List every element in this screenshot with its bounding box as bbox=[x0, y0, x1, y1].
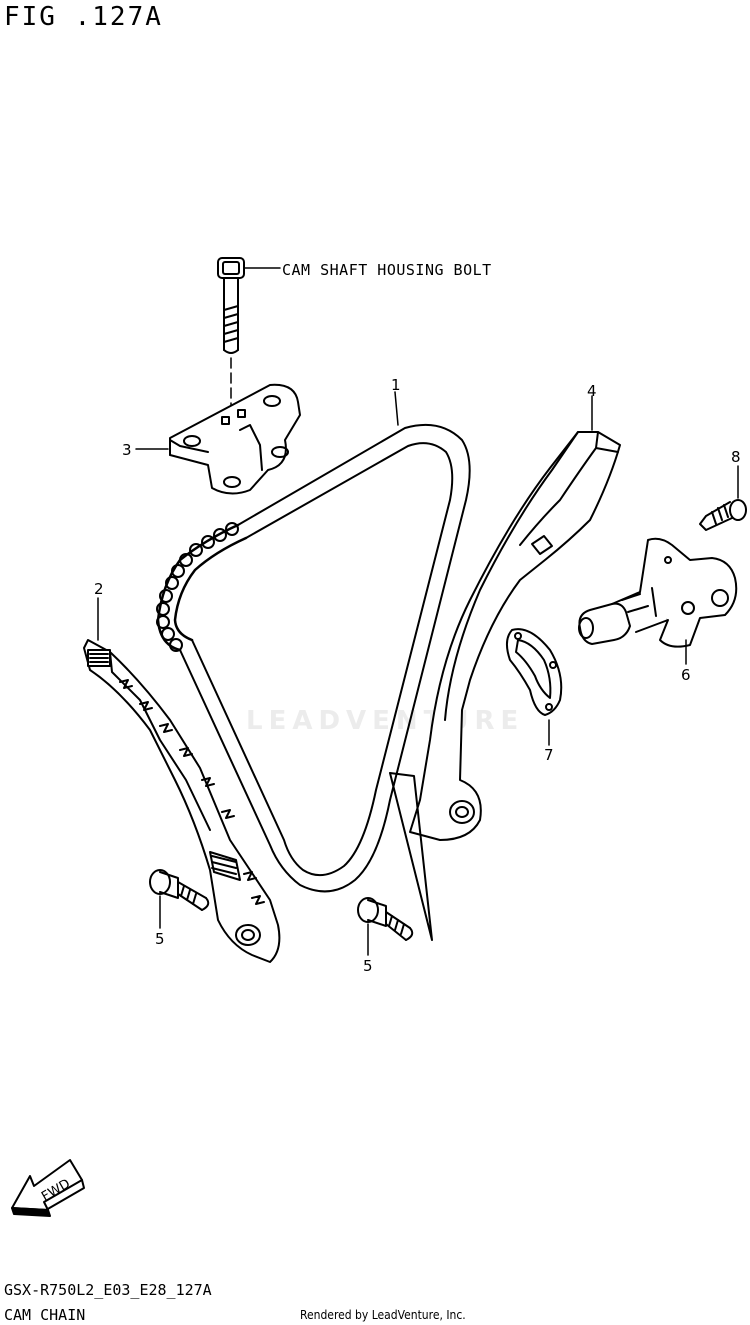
cam-shaft-housing-bolt-note: CAM SHAFT HOUSING BOLT bbox=[282, 261, 492, 279]
part-5-guide-bolt-left[interactable] bbox=[149, 869, 210, 929]
part-4-tensioner-guide[interactable] bbox=[389, 395, 621, 941]
model-code: GSX-R750L2_E03_E28_127A bbox=[4, 1281, 212, 1299]
watermark-text: LEADVENTURE bbox=[246, 706, 525, 736]
callout-3[interactable]: 3 bbox=[122, 441, 132, 459]
callout-1[interactable]: 1 bbox=[391, 376, 401, 394]
callout-6[interactable]: 6 bbox=[681, 666, 691, 684]
callout-5-right[interactable]: 5 bbox=[363, 957, 373, 975]
part-5-guide-bolt-right[interactable] bbox=[357, 897, 414, 956]
callout-4[interactable]: 4 bbox=[587, 382, 597, 400]
section-name: CAM CHAIN bbox=[4, 1306, 86, 1324]
part-3-upper-guide[interactable] bbox=[135, 383, 301, 495]
callout-7[interactable]: 7 bbox=[544, 746, 554, 764]
callout-8[interactable]: 8 bbox=[731, 448, 741, 466]
part-7-gasket[interactable] bbox=[506, 628, 563, 746]
forward-arrow-icon: FWD bbox=[11, 1159, 85, 1217]
part-1-cam-chain[interactable] bbox=[156, 391, 471, 893]
part-8-tensioner-bolt[interactable] bbox=[699, 465, 747, 531]
part-2-chain-guide[interactable] bbox=[83, 597, 281, 963]
part-6-chain-tensioner[interactable] bbox=[578, 537, 738, 665]
render-credit: Rendered by LeadVenture, Inc. bbox=[300, 1308, 466, 1322]
figure-title: FIG .127A bbox=[4, 2, 163, 32]
callout-5-left[interactable]: 5 bbox=[155, 930, 165, 948]
callout-2[interactable]: 2 bbox=[94, 580, 104, 598]
